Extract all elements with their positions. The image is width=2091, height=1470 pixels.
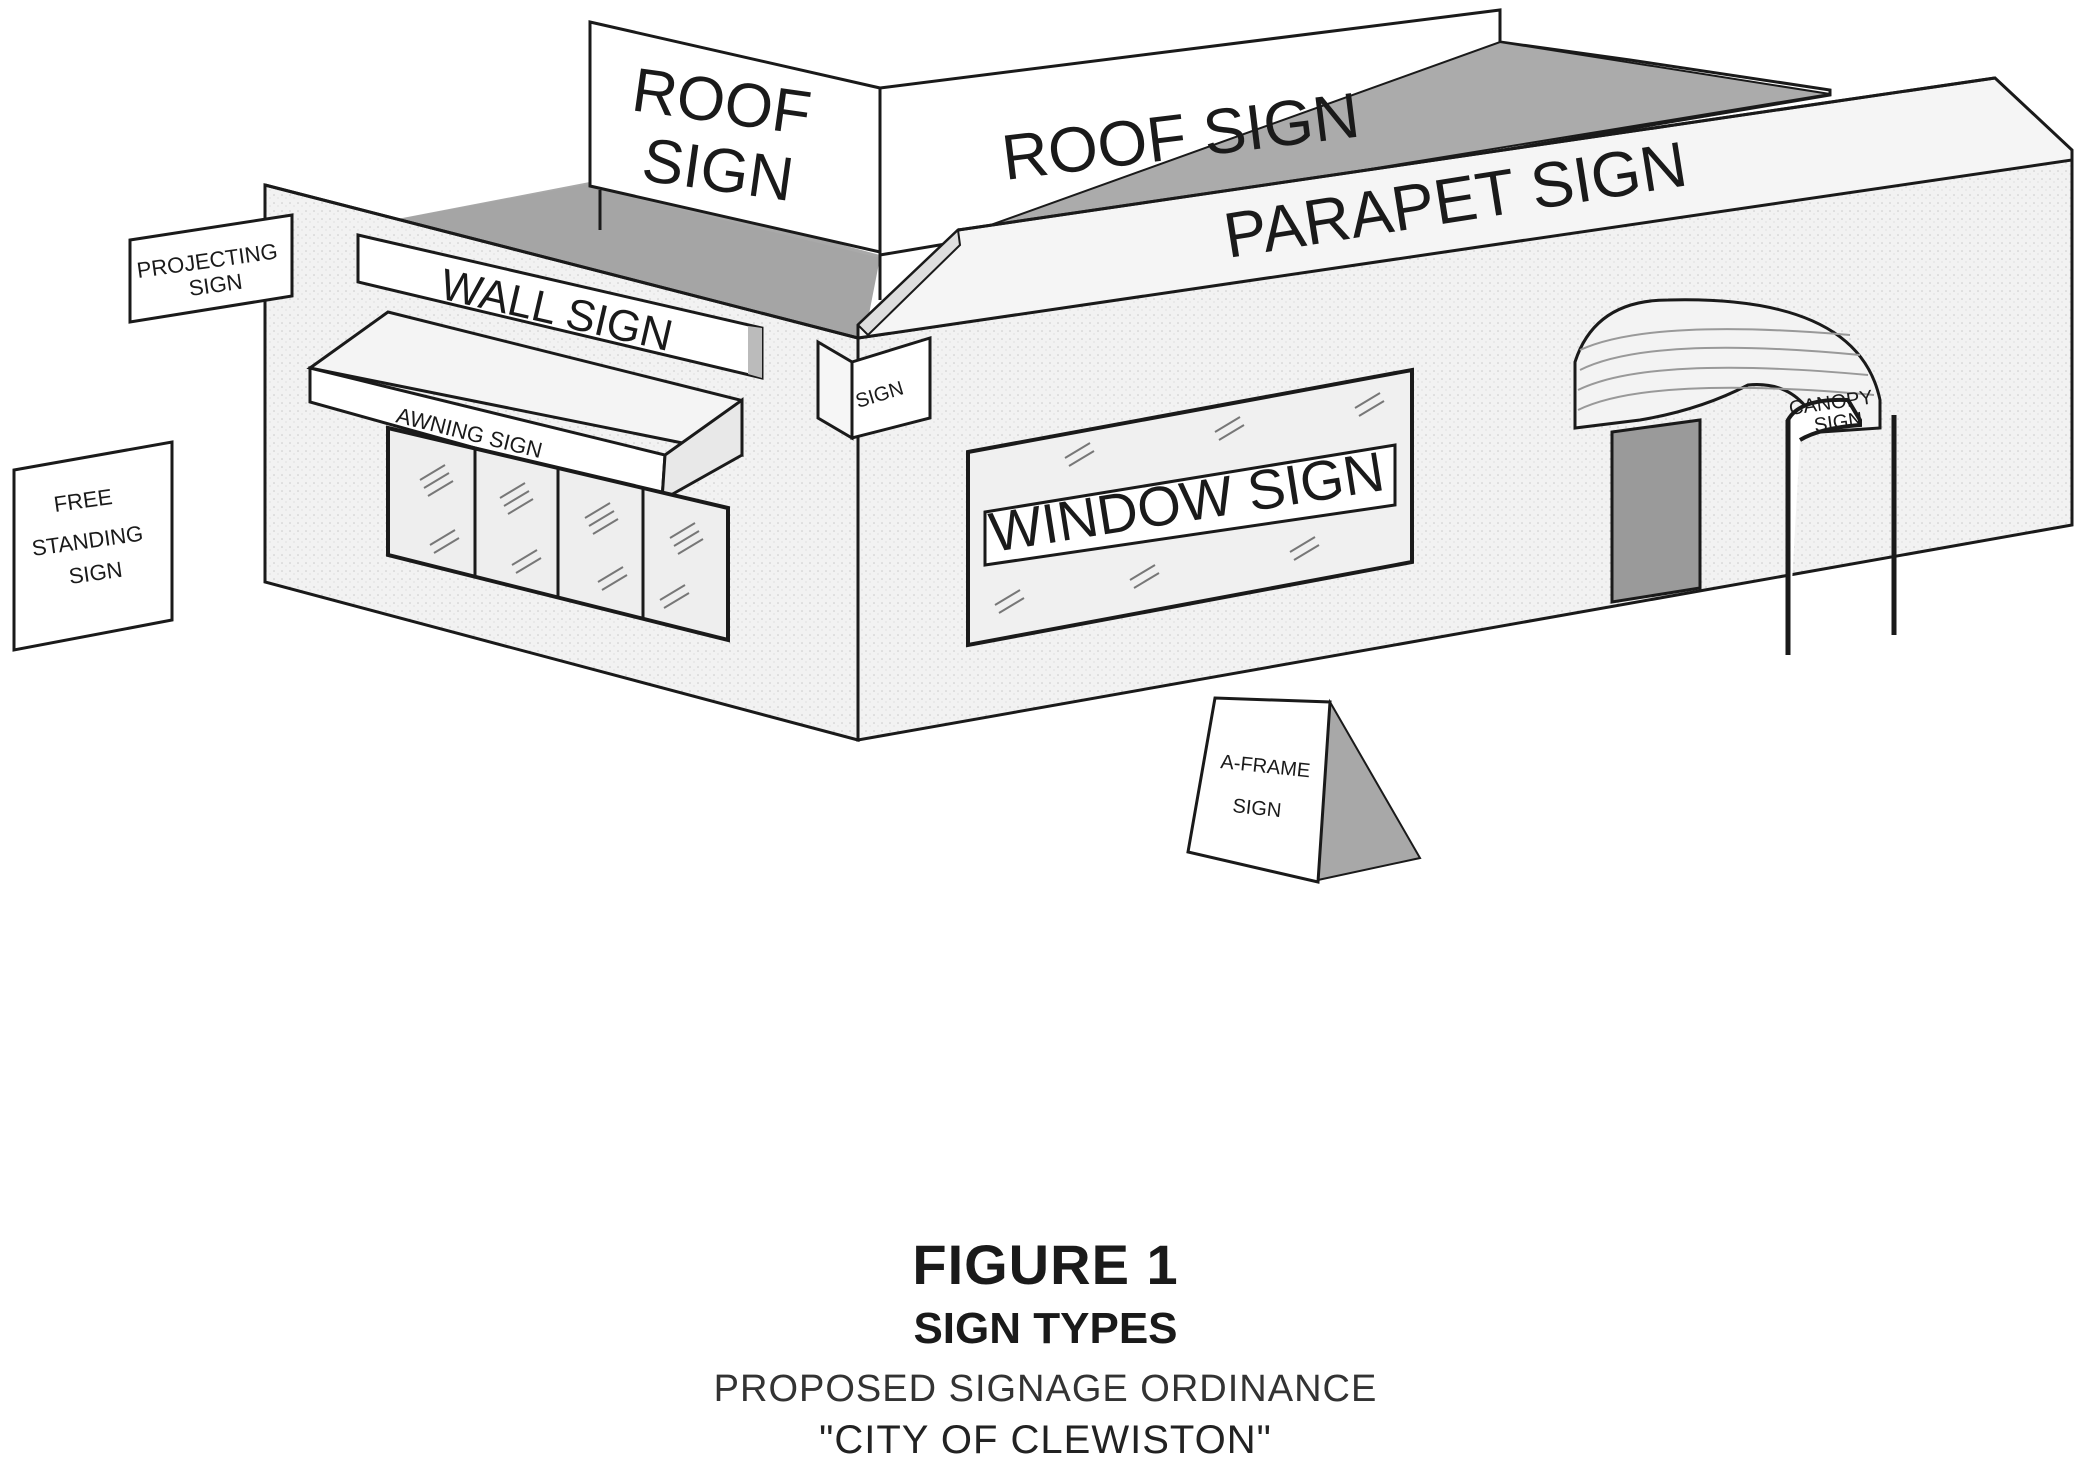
figure-caption-ordinance: PROPOSED SIGNAGE ORDINANCE [713, 1368, 1378, 1410]
window-sign-label-box [983, 443, 1397, 567]
corner-sign-right-face [850, 335, 932, 440]
free-standing-sign-panel [12, 440, 174, 652]
glass-reflection-marks [419, 464, 704, 609]
a-frame-sign-front [1186, 696, 1332, 884]
a-frame-sign-label-line2: SIGN [1231, 795, 1282, 822]
a-frame-sign-back [1316, 698, 1422, 882]
entrance-door [1610, 418, 1702, 604]
figure-subtitle: SIGN TYPES [913, 1304, 1178, 1353]
awning-side [660, 397, 744, 503]
figure-caption-city: "CITY OF CLEWISTON" [819, 1418, 1272, 1462]
figure-title: FIGURE 1 [912, 1233, 1179, 1296]
canopy-ribs [1577, 328, 1875, 411]
projecting-sign-panel [128, 213, 294, 324]
parapet-corner [856, 227, 962, 337]
